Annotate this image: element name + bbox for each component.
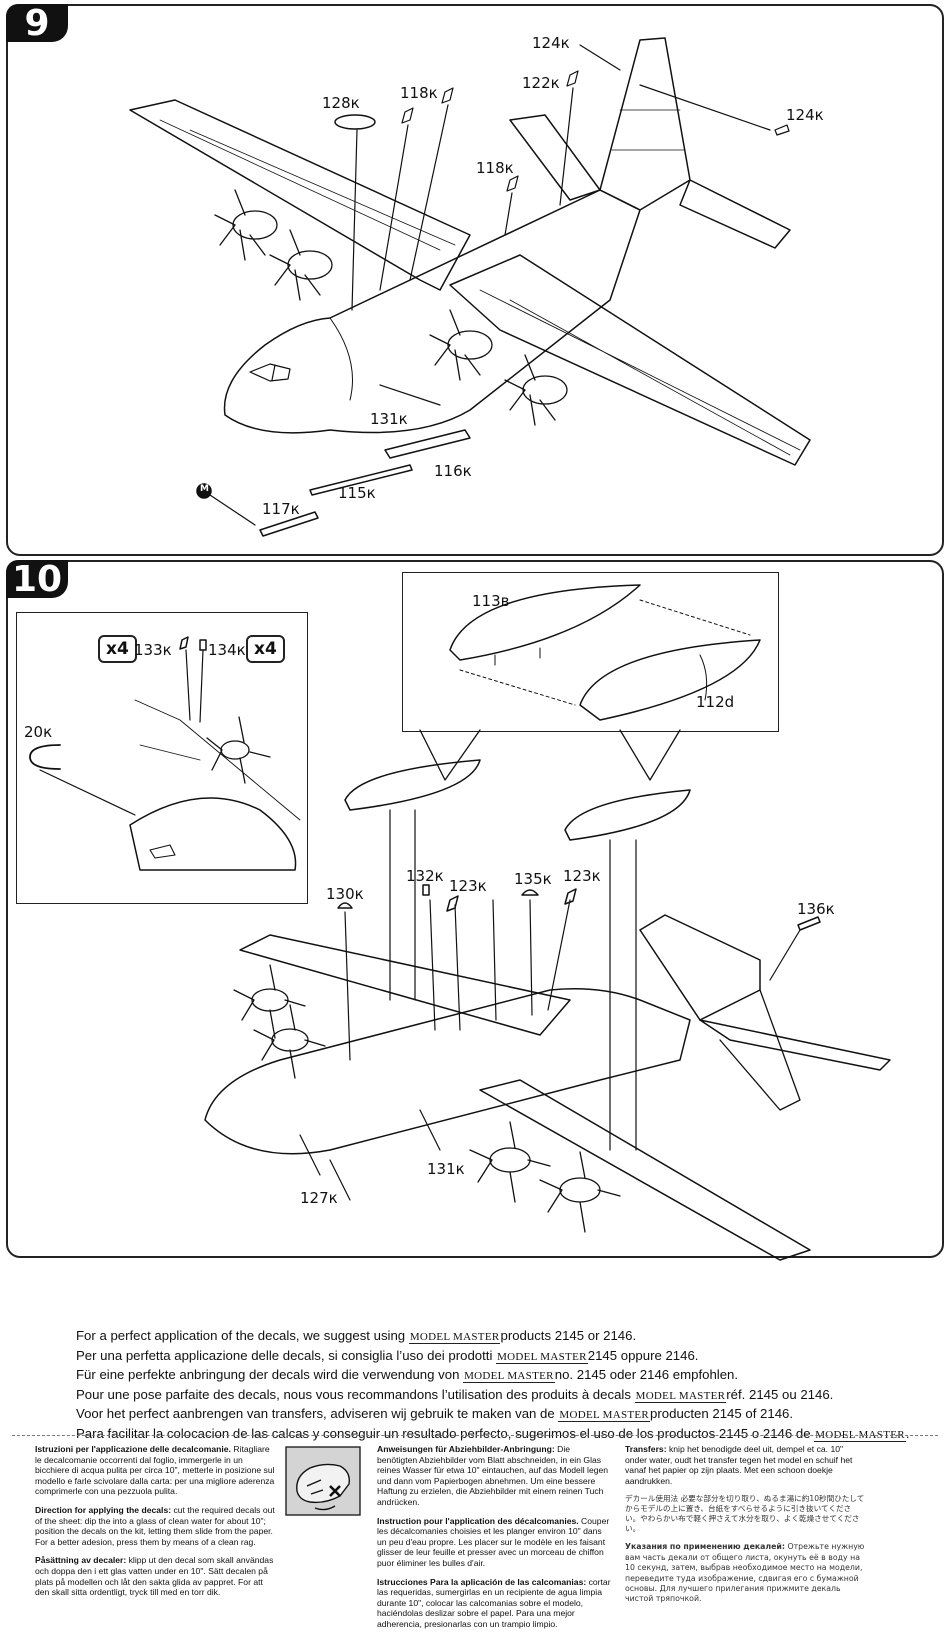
label-131-step9: 131к bbox=[370, 410, 408, 428]
step-9-panel: 9 bbox=[6, 2, 944, 556]
part-130 bbox=[337, 902, 353, 909]
fuselage bbox=[223, 189, 641, 434]
right-wing-10 bbox=[479, 1079, 811, 1261]
label-115: 115к bbox=[338, 484, 376, 502]
part-123-b bbox=[564, 888, 577, 905]
step-9-number: 9 bbox=[24, 2, 50, 44]
left-propellers bbox=[214, 189, 333, 301]
instructions-de: Anweisungen für Abziehbilder-Anbringung:… bbox=[377, 1444, 609, 1507]
left-propellers-10 bbox=[233, 964, 326, 1079]
instructions-column-2: Anweisungen für Abziehbilder-Anbringung:… bbox=[377, 1444, 612, 1638]
tank-left bbox=[344, 759, 481, 811]
right-wing bbox=[449, 254, 811, 466]
label-118-a: 118к bbox=[400, 84, 438, 102]
instructions-nl: Transfers: knip het benodigde deel uit, … bbox=[625, 1444, 853, 1486]
step-9-illustration bbox=[129, 37, 811, 537]
label-135: 135к bbox=[514, 870, 552, 888]
label-128: 128к bbox=[322, 94, 360, 112]
label-131-step10: 131к bbox=[427, 1160, 465, 1178]
decal-note-de: Für eine perfekte anbringung der decals … bbox=[76, 1367, 739, 1384]
inset-nose bbox=[129, 797, 297, 871]
part-117 bbox=[259, 511, 319, 537]
part-132 bbox=[422, 884, 430, 896]
part-112 bbox=[579, 639, 761, 721]
instructions-jp: デカール使用法 必要な部分を切り取り、ぬるま湯に約10秒間ひたしてからモデルの上… bbox=[625, 1494, 865, 1534]
instructions-es: Istrucciones Para la aplicación de las c… bbox=[377, 1576, 611, 1629]
label-134: 134к bbox=[208, 641, 246, 659]
marker-m-circle bbox=[196, 483, 212, 499]
part-115 bbox=[309, 464, 413, 496]
label-117: 117к bbox=[262, 500, 300, 518]
label-20: 20к bbox=[24, 723, 53, 741]
decal-application-pictogram bbox=[285, 1446, 361, 1516]
part-20 bbox=[29, 744, 61, 770]
vertical-tail bbox=[599, 37, 691, 211]
instructions-column-1: Istruzioni per l'applicazione delle deca… bbox=[35, 1444, 275, 1606]
decal-note-it: Per una perfetta applicazione delle deca… bbox=[76, 1347, 699, 1364]
label-116: 116к bbox=[434, 462, 472, 480]
label-118-b: 118к bbox=[476, 159, 514, 177]
right-propellers bbox=[429, 309, 568, 426]
part-135 bbox=[521, 889, 539, 896]
part-136 bbox=[797, 916, 821, 931]
decal-note-en: For a perfect application of the decals,… bbox=[76, 1328, 637, 1344]
part-128 bbox=[334, 114, 376, 130]
decal-note-es: Para facilitar la colocacion de las calc… bbox=[76, 1425, 910, 1442]
label-130: 130к bbox=[326, 885, 364, 903]
label-123-a: 123к bbox=[449, 877, 487, 895]
left-wing bbox=[129, 99, 471, 291]
part-113 bbox=[449, 584, 641, 661]
label-127: 127к bbox=[300, 1189, 338, 1207]
callout-box bbox=[402, 572, 779, 732]
step-10-illustration bbox=[29, 584, 891, 1261]
instructions-fr: Instruction pour l'application des décal… bbox=[377, 1515, 610, 1568]
quantity-badge-133: x4 bbox=[98, 635, 137, 663]
label-132: 132к bbox=[406, 867, 444, 885]
decal-note-nl: Voor het perfect aanbrengen van transfer… bbox=[76, 1406, 794, 1423]
label-133: 133к bbox=[134, 641, 172, 659]
label-124-right: 124к bbox=[786, 106, 824, 124]
label-122: 122к bbox=[522, 74, 560, 92]
right-propellers-10 bbox=[469, 1121, 621, 1233]
divider bbox=[12, 1435, 938, 1436]
left-wing-10 bbox=[239, 934, 571, 1036]
part-133 bbox=[179, 636, 189, 650]
inset-propeller bbox=[206, 716, 271, 784]
step-10-badge: 10 bbox=[6, 558, 68, 600]
label-112: 112d bbox=[696, 693, 735, 711]
quantity-badge-134: x4 bbox=[246, 635, 285, 663]
instructions-en: Direction for applying the decals: cut t… bbox=[35, 1504, 275, 1547]
part-134 bbox=[199, 639, 207, 651]
tail-10 bbox=[639, 914, 761, 1021]
horizontal-stabilizer-right bbox=[679, 179, 791, 249]
label-113: 113в bbox=[472, 592, 510, 610]
tank-right bbox=[564, 789, 691, 841]
label-124-top: 124к bbox=[532, 34, 570, 52]
marker-m-label: M bbox=[200, 484, 209, 494]
step-10-panel: 10 bbox=[6, 558, 944, 1258]
step-10-number: 10 bbox=[11, 558, 63, 600]
stabilizer-10 bbox=[699, 1019, 891, 1071]
label-136: 136к bbox=[797, 900, 835, 918]
step-9-badge: 9 bbox=[6, 2, 68, 44]
decal-note-fr: Pour une pose parfaite des decals, nous … bbox=[76, 1386, 834, 1403]
inset-detail-box bbox=[16, 612, 308, 904]
part-116 bbox=[384, 429, 471, 459]
label-123-b: 123к bbox=[563, 867, 601, 885]
fuselage-10 bbox=[204, 988, 691, 1155]
decal-recommendation: For a perfect application of the decals,… bbox=[76, 1327, 910, 1445]
horizontal-stabilizer-left bbox=[509, 114, 601, 201]
part-123-a bbox=[446, 895, 459, 912]
instructions-sv: Påsättning av decaler: klipp ut den deca… bbox=[35, 1555, 274, 1598]
instructions-it: Istruzioni per l'applicazione delle deca… bbox=[35, 1444, 275, 1497]
instructions-ru: Указания по применению декалей: Отрежьте… bbox=[625, 1542, 865, 1604]
instructions-column-3: Transfers: knip het benodigde deel uit, … bbox=[625, 1444, 865, 1613]
